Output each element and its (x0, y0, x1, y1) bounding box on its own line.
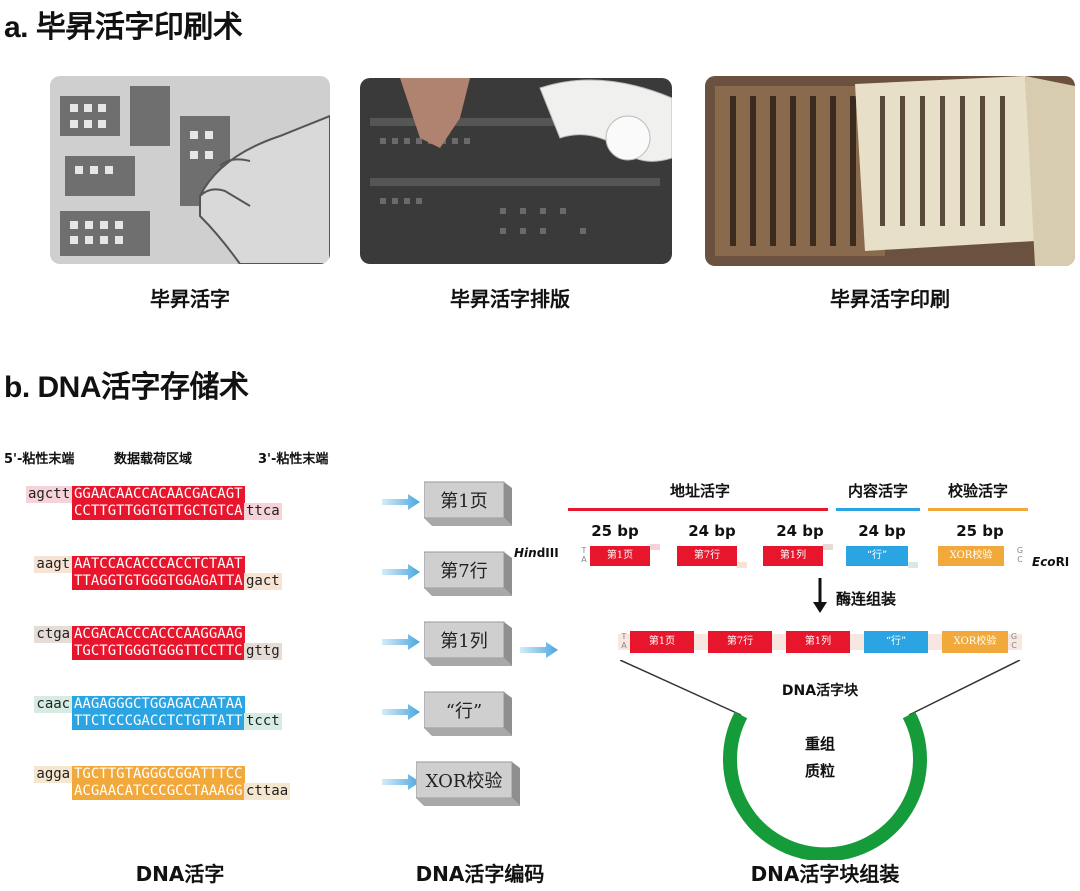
recombinant-plasmid (620, 660, 1021, 860)
encoded-type-label: “行” (446, 701, 482, 722)
restriction-site-hindiii: HindIII (514, 546, 559, 560)
payload-top-strand: ACGACACCCACCCAAGGAAG (72, 626, 245, 643)
sticky-end (650, 544, 660, 550)
header-three-prime: 3'-粘性末端 (258, 452, 329, 467)
sticky-end-5prime: ctga (34, 626, 73, 643)
plasmid-label: 重组 质粒 (804, 735, 835, 780)
payload-bottom-strand: ACGAACATCCCGCCTAAAGG (72, 783, 245, 800)
sticky-end-5prime: agga (34, 766, 73, 783)
group-bar-check (928, 508, 1028, 511)
payload-top-strand: TGCTTGTAGGGCGGATTTCC (72, 766, 245, 783)
ligation-arrow (813, 578, 827, 613)
sticky-end-5prime: agctt (26, 486, 73, 503)
photo-printing (705, 76, 1075, 266)
encode-arrow (382, 634, 420, 650)
sticky-end-3prime: tcct (244, 713, 282, 730)
section-a-title: a. 毕昇活字印刷术 (4, 11, 243, 44)
sticky-end-3prime: gttg (244, 643, 282, 660)
encoded-type-box: 第1页 (424, 481, 512, 526)
segment-page: 第1页 (590, 546, 650, 566)
block-label: DNA活字块 (781, 683, 859, 699)
restriction-site-ecori: EcoRI (1032, 555, 1070, 569)
block-segment-xor: XOR校验 (942, 631, 1008, 653)
sticky-end-3prime: ttca (244, 503, 282, 520)
bp-label: 24 bp (776, 522, 824, 540)
ligation-label: 酶连组装 (836, 590, 897, 608)
block-segment-column: 第1列 (786, 631, 850, 653)
section-b-title: b. DNA活字存储术 (4, 371, 249, 404)
payload-top-strand: AATCCACACCCACCTCTAAT (72, 556, 245, 573)
block-segment-row: 第7行 (708, 631, 772, 653)
payload-bottom-strand: TGCTGTGGGTGGGTTCCTTC (72, 643, 245, 660)
bottom-label-assembly: DNA活字块组装 (750, 862, 900, 886)
payload-bottom-strand: CCTTGTTGGTGTTGCTGTCA (72, 503, 245, 520)
payload-top-strand: AAGAGGGCTGGAGACAATAA (72, 696, 245, 713)
group-bar-address (568, 508, 828, 511)
sticky-end-3prime: cttaa (244, 783, 291, 800)
group-label-address: 地址活字 (669, 482, 730, 500)
encode-arrow (382, 494, 420, 510)
block-segment-content: “行” (864, 631, 928, 653)
segment-row: 第7行 (677, 546, 737, 566)
block-segment-page: 第1页 (630, 631, 694, 653)
photo-movable-type (50, 76, 330, 264)
bp-label: 25 bp (591, 522, 639, 540)
caption-movable-type: 毕昇活字 (150, 287, 230, 311)
encode-arrow (382, 564, 420, 580)
header-five-prime: 5'-粘性末端 (4, 452, 75, 467)
sticky-end-5prime: caac (34, 696, 73, 713)
group-label-check: 校验活字 (947, 482, 1008, 500)
payload-bottom-strand: TTAGGTGTGGGTGGAGATTA (72, 573, 245, 590)
photo-typesetting (360, 78, 672, 264)
sticky-end (823, 544, 833, 550)
sticky-end-3prime: gact (244, 573, 282, 590)
encoded-type-label: 第1列 (440, 631, 487, 652)
group-bar-content (836, 508, 920, 511)
encoded-type-box: 第7行 (424, 551, 512, 596)
encoded-type-box: XOR校验 (416, 761, 520, 806)
sticky-end (908, 562, 918, 568)
sticky-end (737, 562, 747, 568)
segment-content: “行” (846, 546, 908, 566)
encoded-type-label: 第1页 (440, 491, 487, 512)
group-label-content: 内容活字 (847, 482, 908, 500)
segment-column: 第1列 (763, 546, 823, 566)
encoded-type-box: 第1列 (424, 621, 512, 666)
caption-typesetting: 毕昇活字排版 (450, 287, 570, 311)
caption-printing: 毕昇活字印刷 (830, 287, 950, 311)
bottom-label-dna-type: DNA活字 (135, 862, 225, 886)
payload-bottom-strand: TTCTCCCGACCTCTGTTATT (72, 713, 245, 730)
to-assembly-arrow (520, 642, 558, 658)
segment-xor: XOR校验 (938, 546, 1004, 566)
sticky-end-5prime: aagt (34, 556, 73, 573)
bp-label: 25 bp (956, 522, 1004, 540)
bp-label: 24 bp (688, 522, 736, 540)
encode-arrow (382, 774, 420, 790)
header-payload: 数据载荷区域 (114, 452, 193, 467)
bp-label: 24 bp (858, 522, 906, 540)
encoded-type-label: XOR校验 (426, 771, 503, 792)
bottom-label-encoding: DNA活字编码 (415, 862, 545, 886)
encoded-type-box: “行” (424, 691, 512, 736)
encode-arrow (382, 704, 420, 720)
encoded-type-label: 第7行 (440, 561, 487, 582)
payload-top-strand: GGAACAACCACAACGACAGT (72, 486, 245, 503)
